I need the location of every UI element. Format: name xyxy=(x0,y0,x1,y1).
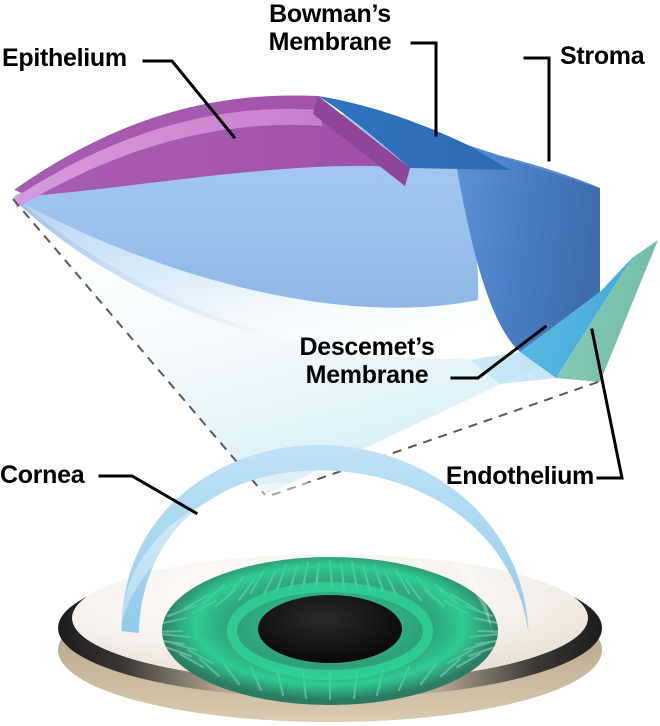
endothelium-face xyxy=(556,240,658,382)
leader-endothelium xyxy=(590,328,624,480)
leader-descemets xyxy=(450,324,548,380)
epithelium-lower-rim xyxy=(13,108,322,208)
cornea-dome xyxy=(121,444,529,634)
label-stroma: Stroma xyxy=(560,42,645,70)
leader-bowmans xyxy=(410,41,438,137)
cornea-wedge-block xyxy=(12,95,658,496)
iris-collarette xyxy=(227,582,433,680)
stroma-top-face xyxy=(452,140,600,188)
label-endothelium: Endothelium xyxy=(445,462,594,490)
pupil xyxy=(258,595,402,663)
inner-pale-band xyxy=(470,352,556,384)
label-epithelium: Epithelium xyxy=(2,44,127,72)
label-descemets-membrane: Descemet’s Membrane xyxy=(299,333,435,389)
iris-group xyxy=(162,557,498,705)
eye-illustration xyxy=(58,444,602,722)
label-bowmans-membrane: Bowman’s Membrane xyxy=(268,0,392,56)
epithelium-cut-face xyxy=(313,96,410,186)
leader-stroma xyxy=(523,56,551,162)
leader-cornea xyxy=(98,474,199,516)
leader-epithelium xyxy=(142,59,237,140)
label-cornea: Cornea xyxy=(0,461,85,489)
leader-lines xyxy=(98,41,624,516)
projection-guides xyxy=(12,198,599,496)
bowmans-membrane-face xyxy=(318,96,510,170)
cornea-dome-highlight xyxy=(120,482,492,632)
stroma-cut-face xyxy=(452,140,600,352)
slab-inner-surface xyxy=(13,199,616,359)
descemets-membrane-face xyxy=(520,258,632,378)
guide-left xyxy=(12,198,266,496)
